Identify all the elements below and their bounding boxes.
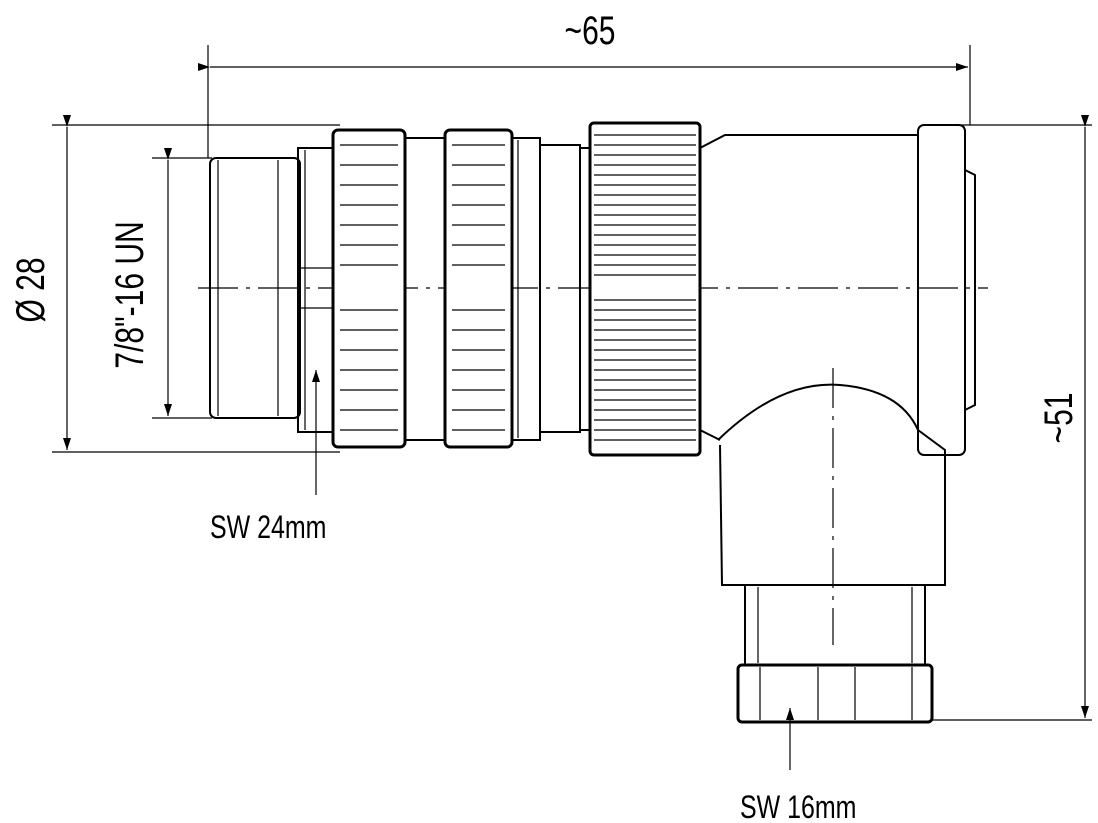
- sw24-label: SW 24mm: [210, 510, 326, 546]
- knurled-ring-1: [331, 128, 407, 449]
- thread-dimension: 7/8"-16 UN: [108, 148, 212, 419]
- height-dimension: ~51: [930, 115, 1092, 721]
- diameter-label: Ø 28: [9, 257, 53, 322]
- middle-sleeve: [404, 137, 446, 441]
- length-label: ~65: [565, 9, 616, 53]
- angled-housing: [699, 124, 976, 586]
- cable-gland: [736, 584, 934, 724]
- length-dimension: ~65: [198, 9, 971, 158]
- sw16-callout: SW 16mm: [740, 708, 856, 823]
- sw24-callout: SW 24mm: [210, 370, 326, 546]
- sw16-label: SW 16mm: [740, 790, 856, 823]
- height-label: ~51: [1037, 393, 1081, 444]
- thread-label: 7/8"-16 UN: [108, 221, 152, 368]
- diameter-dimension: Ø 28: [9, 115, 340, 453]
- knurled-ring-2: [443, 128, 514, 449]
- rear-sleeves: [511, 137, 593, 441]
- knurled-coupling-nut: [588, 121, 702, 457]
